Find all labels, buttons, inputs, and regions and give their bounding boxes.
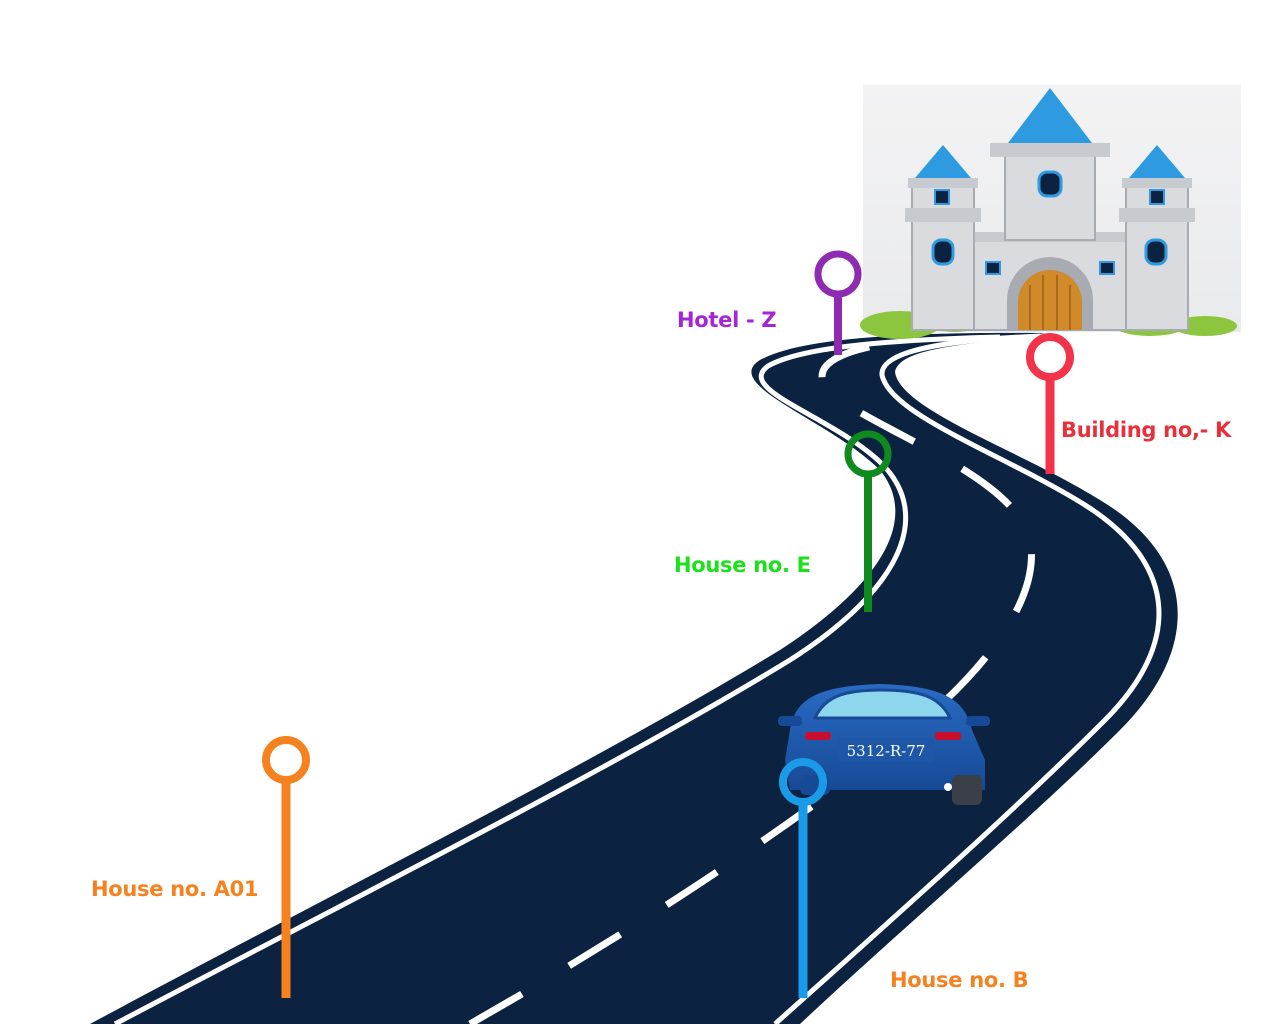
label-building-k: Building no,- K [1061, 418, 1232, 442]
label-hotel-z: Hotel - Z [677, 308, 777, 332]
road [90, 332, 1178, 1024]
pin-hotel-z[interactable] [814, 250, 862, 355]
car: 5312-R-77 [778, 684, 990, 805]
road-center-line [468, 338, 1035, 1024]
pin-house-b[interactable] [779, 758, 827, 998]
pin-building-k[interactable] [1026, 333, 1074, 474]
pin-house-a01[interactable] [262, 736, 310, 998]
road-surface [90, 332, 1178, 1024]
car-plate-text: 5312-R-77 [847, 742, 926, 760]
pin-house-e[interactable] [844, 430, 892, 612]
label-house-a01: House no. A01 [91, 877, 259, 901]
road-edge-right [773, 333, 1162, 1024]
label-house-e: House no. E [674, 553, 811, 577]
castle-illustration [860, 85, 1241, 339]
road-edge-left [113, 334, 1001, 1024]
label-house-b: House no. B [890, 968, 1029, 992]
